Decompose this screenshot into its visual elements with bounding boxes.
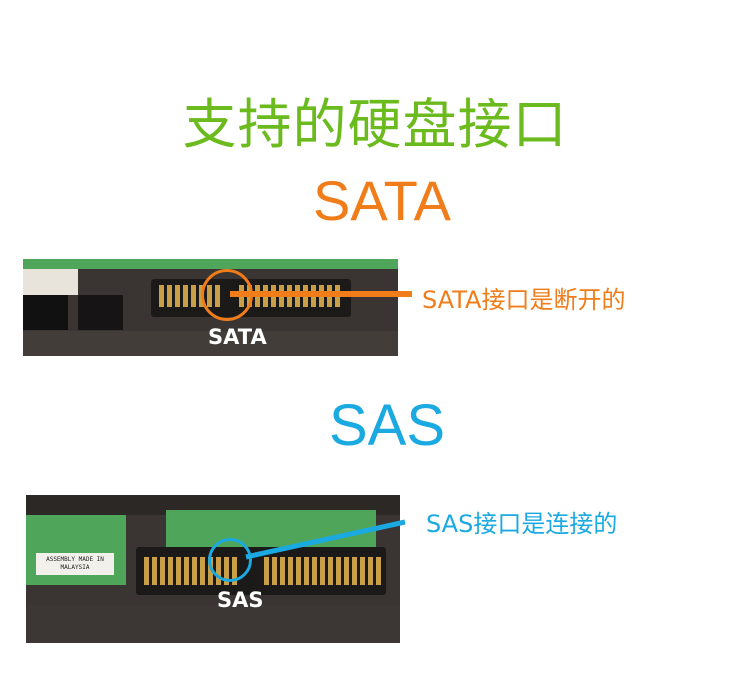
connector-pin: [328, 557, 333, 585]
sata-photo-label: SATA: [208, 325, 267, 349]
connector-pin: [183, 285, 188, 307]
connector-pin: [352, 557, 357, 585]
connector-pin: [336, 557, 341, 585]
connector-pin: [176, 557, 181, 585]
sas-note: SAS接口是连接的: [426, 510, 618, 538]
connector-pin: [152, 557, 157, 585]
sata-heading: SATA: [313, 169, 451, 232]
connector-pin: [200, 557, 205, 585]
connector-pin: [304, 557, 309, 585]
connector-pin: [160, 557, 165, 585]
sata-pointer-line: [230, 291, 412, 297]
sata-photo: SATA: [23, 259, 398, 356]
connector-pin: [360, 557, 365, 585]
connector-pin: [288, 557, 293, 585]
sas-heading: SAS: [328, 393, 446, 458]
connector-pin: [191, 285, 196, 307]
connector-pin: [159, 285, 164, 307]
connector-pin: [175, 285, 180, 307]
sas-photo-label: SAS: [217, 588, 264, 612]
sticker: ASSEMBLY MADE IN MALAYSIA: [36, 553, 114, 575]
connector-pin: [296, 557, 301, 585]
connector-pin: [192, 557, 197, 585]
connector-pin: [280, 557, 285, 585]
page-title: 支持的硬盘接口: [182, 93, 568, 156]
connector-pin: [312, 557, 317, 585]
sata-note: SATA接口是断开的: [422, 286, 626, 314]
connector-pin: [168, 557, 173, 585]
connector-pin: [376, 557, 381, 585]
sas-highlight-circle: [208, 538, 252, 582]
connector-pin: [368, 557, 373, 585]
connector-pin: [144, 557, 149, 585]
connector-pin: [184, 557, 189, 585]
connector-pin: [272, 557, 277, 585]
connector-pin: [344, 557, 349, 585]
connector-pin: [320, 557, 325, 585]
connector-pin: [264, 557, 269, 585]
connector-pin: [167, 285, 172, 307]
